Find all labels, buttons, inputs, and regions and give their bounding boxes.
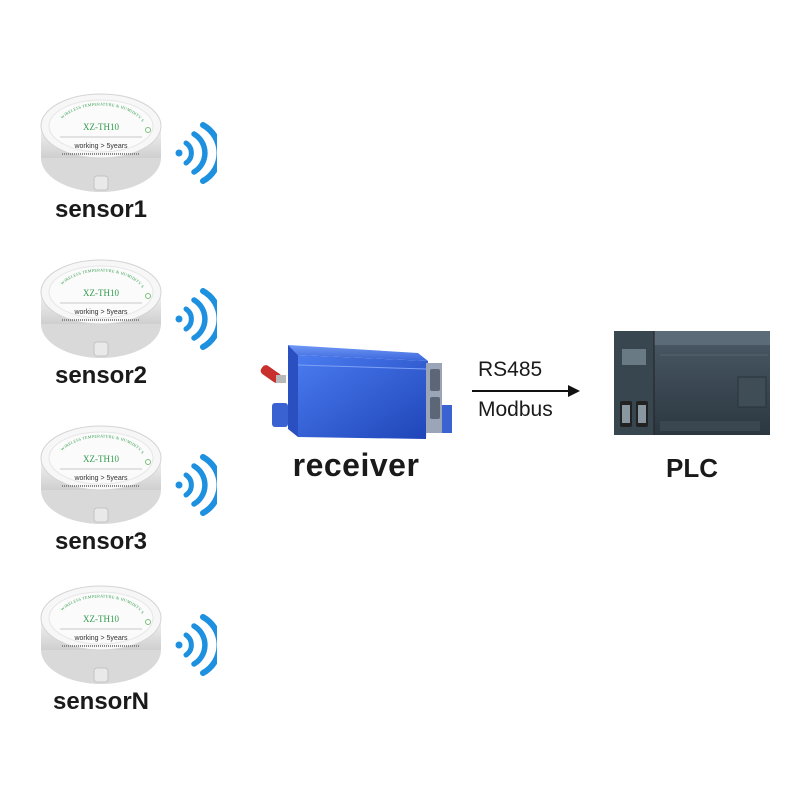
sensor-model: XZ-TH10: [83, 288, 119, 298]
sensor-1: WIRELESS TEMPERATURE & HUMIDITY SENSOR X…: [38, 88, 217, 226]
sensor-life: working > 5years: [73, 143, 128, 150]
round-sensor-icon: WIRELESS TEMPERATURE & HUMIDITY SENSOR X…: [38, 254, 162, 358]
sensor-life: working > 5years: [73, 309, 128, 316]
format-label: Modbus: [478, 398, 553, 421]
receiver-box-icon: [260, 345, 452, 439]
receiver-label: receiver: [292, 447, 420, 483]
sensor-model: XZ-TH10: [83, 122, 119, 132]
sensor-label: sensor3: [54, 528, 148, 555]
link: RS485 Modbus: [462, 358, 592, 428]
receiver: receiver: [258, 335, 454, 505]
sensor-model: XZ-TH10: [83, 454, 119, 464]
sensor-3: WIRELESS TEMPERATURE & HUMIDITY SENSOR X…: [38, 420, 217, 558]
plc-module-icon: [614, 331, 770, 435]
plc-label: PLC: [666, 453, 718, 483]
arrow-right-icon: [472, 385, 580, 397]
sensor-2: WIRELESS TEMPERATURE & HUMIDITY SENSOR X…: [38, 254, 217, 392]
sensor-label: sensor2: [54, 362, 148, 389]
sensor-label: sensor1: [54, 196, 148, 223]
plc: PLC: [612, 325, 772, 495]
wireless-signal-icon: [175, 122, 217, 184]
wireless-signal-icon: [175, 454, 217, 516]
wireless-signal-icon: [175, 288, 217, 350]
wireless-signal-icon: [175, 614, 217, 676]
sensor-life: working > 5years: [73, 635, 128, 642]
sensor-model: XZ-TH10: [83, 614, 119, 624]
sensor-label: sensorN: [52, 688, 150, 715]
antenna-icon: [260, 365, 286, 383]
protocol-label: RS485: [478, 358, 543, 381]
round-sensor-icon: WIRELESS TEMPERATURE & HUMIDITY SENSOR X…: [38, 580, 162, 684]
sensor-n: WIRELESS TEMPERATURE & HUMIDITY SENSOR X…: [38, 580, 217, 718]
sensor-life: working > 5years: [73, 475, 128, 482]
round-sensor-icon: WIRELESS TEMPERATURE & HUMIDITY SENSOR X…: [38, 420, 162, 524]
round-sensor-icon: WIRELESS TEMPERATURE & HUMIDITY SENSOR X…: [38, 88, 162, 192]
